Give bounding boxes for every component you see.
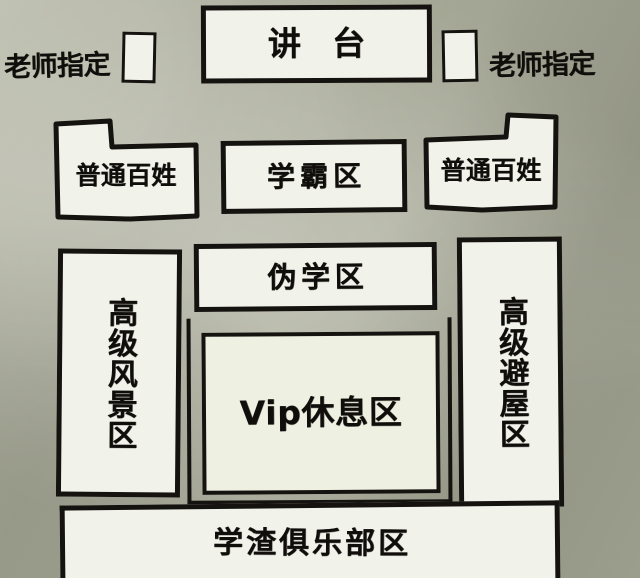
- teacher-designated-label-left: 老师指定: [3, 49, 111, 84]
- premium-scenic-region: 高级风景区: [55, 248, 183, 498]
- commoner-region-right: 普通百姓: [422, 111, 560, 215]
- premium-scenic-label: 高级风景区: [101, 296, 138, 450]
- commoner-region-left: 普通百姓: [52, 116, 200, 224]
- commoner-right-label: 普通百姓: [440, 156, 542, 185]
- top-student-region: 学霸区: [220, 139, 408, 214]
- commoner-left-label: 普通百姓: [75, 161, 177, 190]
- top-student-label: 学霸区: [266, 159, 367, 194]
- premium-shelter-label: 高级避屋区: [492, 295, 529, 449]
- vip-lounge-label: Vip休息区: [239, 392, 403, 433]
- commoner-right-outline-icon: [423, 112, 559, 213]
- fake-study-label: 伪学区: [267, 259, 369, 295]
- slacker-club-label: 学渣俱乐部区: [212, 525, 411, 562]
- teacher-designated-seat-right: [441, 29, 479, 83]
- podium-region: 讲 台: [200, 4, 433, 84]
- podium-label: 讲 台: [267, 23, 376, 63]
- commoner-left-outline-icon: [53, 118, 200, 222]
- teacher-designated-seat-left: [121, 31, 157, 84]
- fake-study-region: 伪学区: [193, 241, 438, 313]
- premium-shelter-region: 高级避屋区: [456, 236, 565, 508]
- slacker-club-region: 学渣俱乐部区: [59, 500, 561, 578]
- vip-lounge-region: Vip休息区: [201, 331, 441, 495]
- teacher-designated-label-right: 老师指定: [488, 48, 596, 83]
